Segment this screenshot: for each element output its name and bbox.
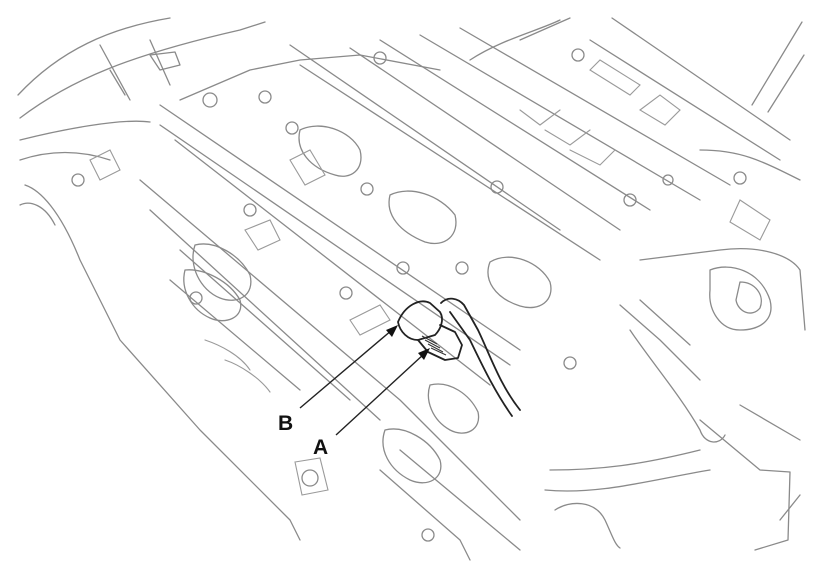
leader-line-a (335, 353, 425, 436)
arrow-b-icon (386, 325, 398, 337)
bolts (71, 48, 747, 542)
callout-label-a: A (313, 436, 329, 459)
connector-assembly (397, 297, 521, 417)
arrow-a-icon (418, 348, 430, 360)
callout-label-b: B (278, 412, 294, 435)
injectors (89, 59, 771, 496)
callout-leaders (299, 325, 430, 436)
leader-line-b (299, 329, 393, 409)
manifold-rails (139, 17, 731, 561)
engine-outline (17, 17, 806, 551)
